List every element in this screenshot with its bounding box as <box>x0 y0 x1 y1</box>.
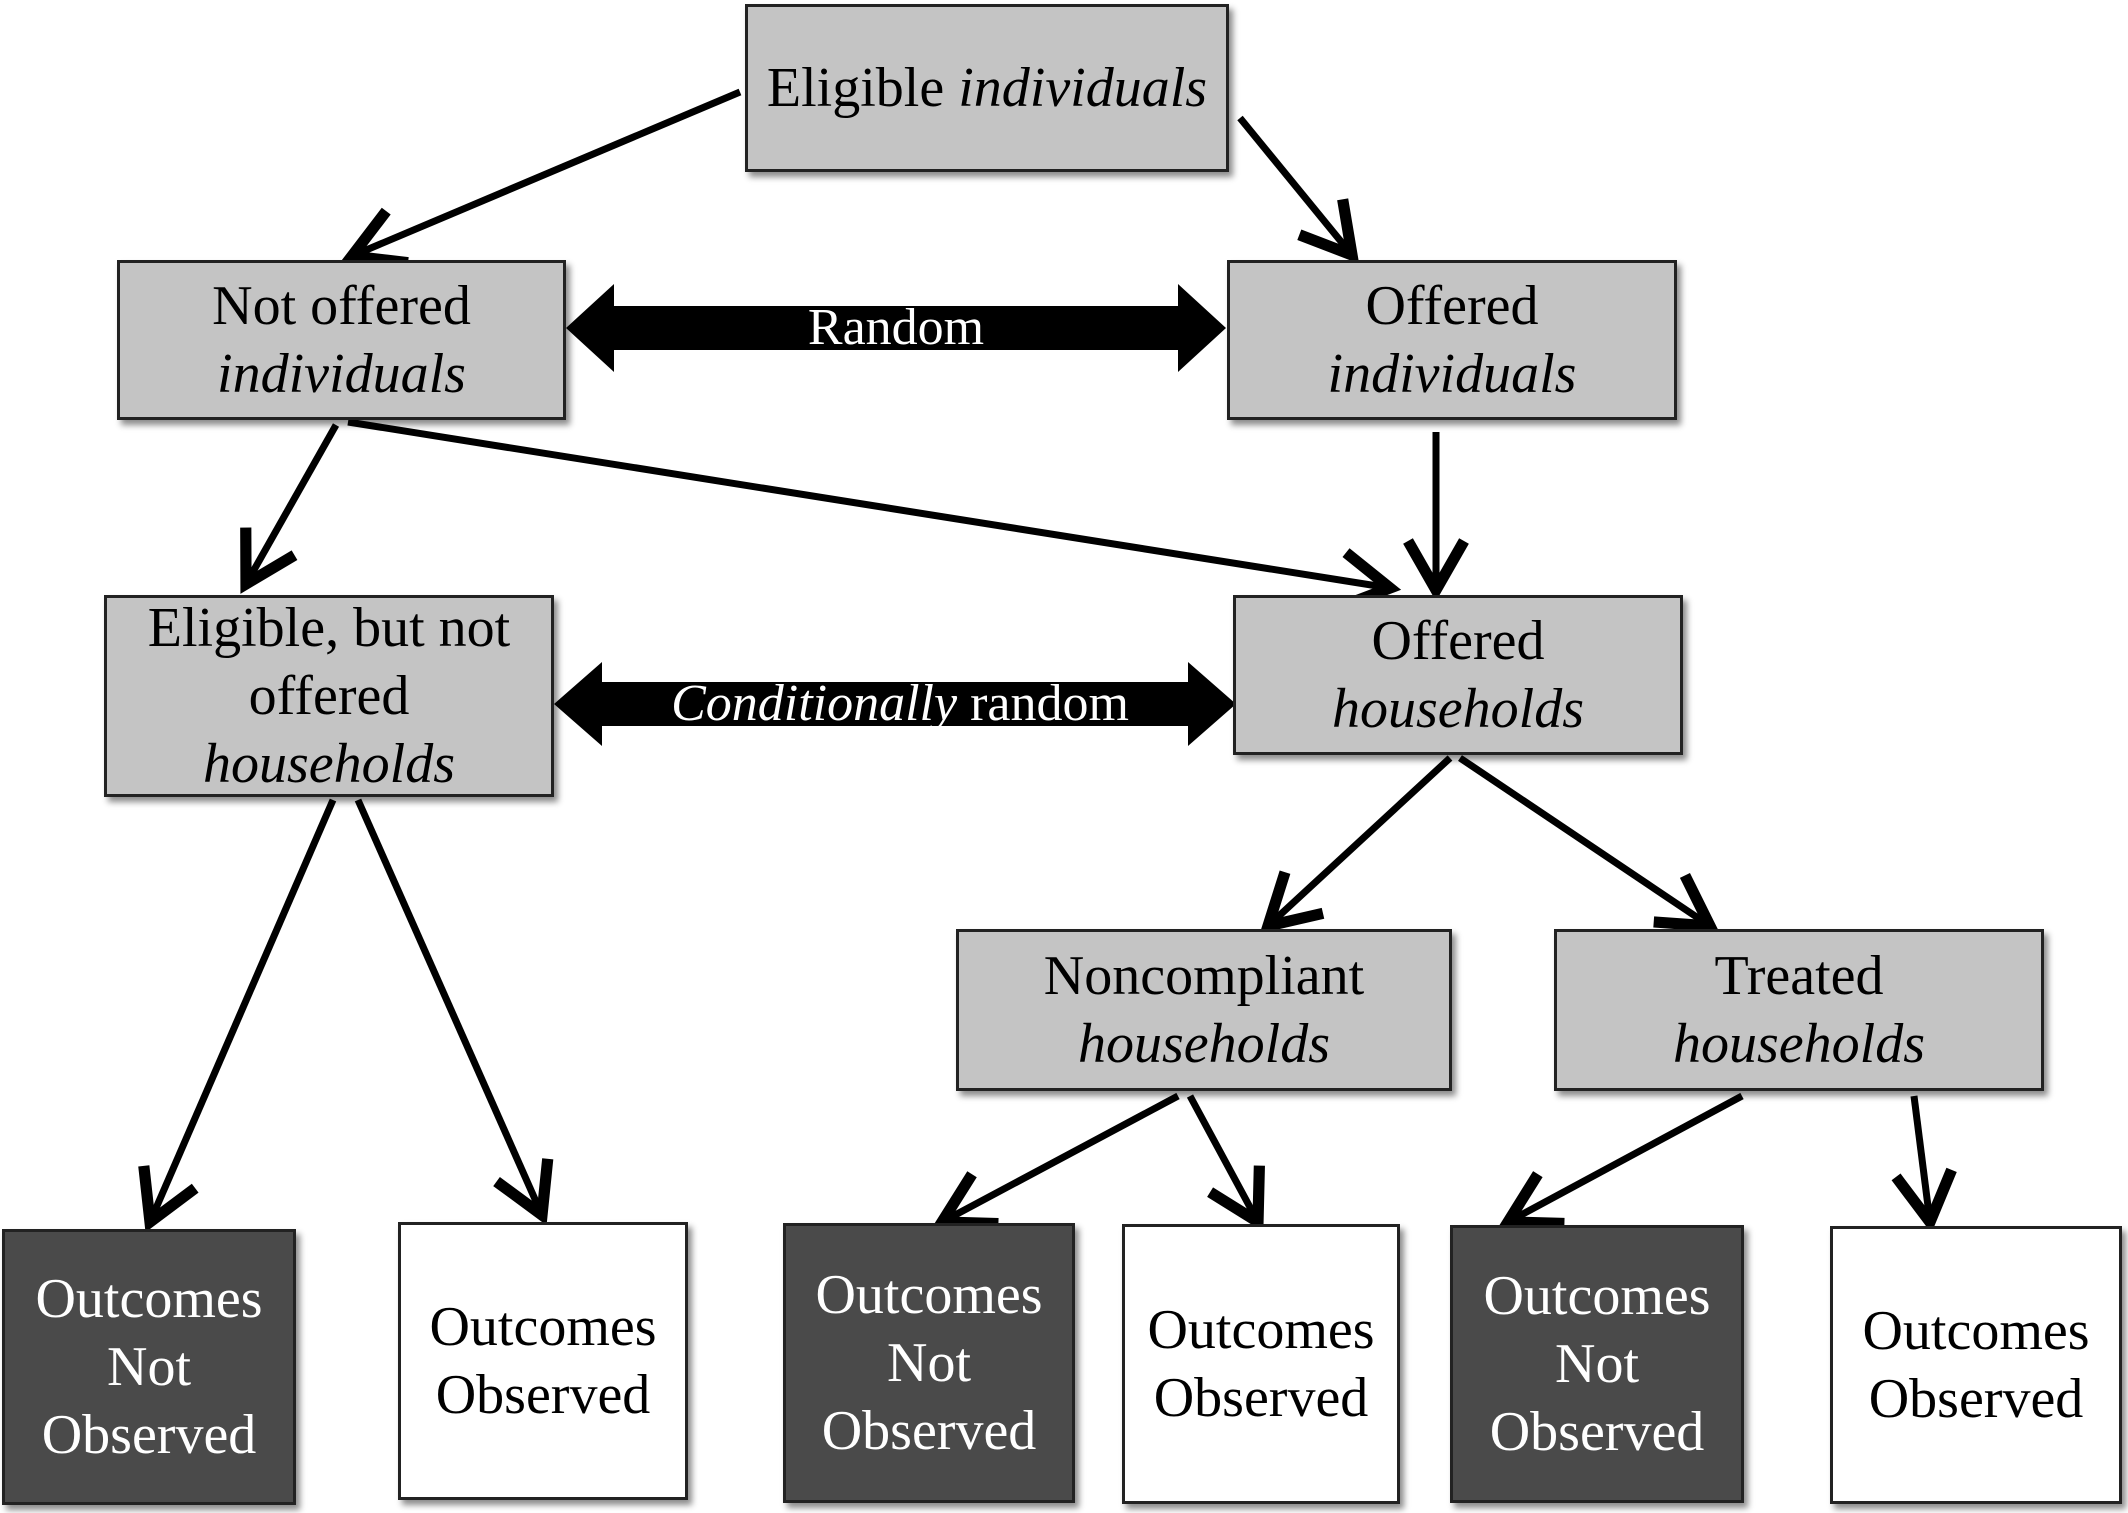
outcomes-not-observed-box: Outcomes Not Observed <box>783 1223 1075 1503</box>
eligible-text: Eligible <box>766 57 959 119</box>
conditionally-text: Conditionally <box>671 675 958 732</box>
outcomes-observed-line2: Observed <box>1868 1368 2084 1430</box>
arrow-not-offered-to-eligible-households <box>240 423 340 594</box>
outcomes-observed-line1: Outcomes <box>1147 1299 1375 1361</box>
offered-individuals-line1: Offered <box>1365 275 1539 337</box>
arrow-eligible-households-to-not-observed <box>138 798 337 1233</box>
arrow-offered-households-to-noncompliant <box>1259 755 1453 934</box>
outcomes-observed-line2: Observed <box>435 1364 651 1426</box>
outcomes-not-observed-line2: Not <box>887 1332 971 1394</box>
arrow-eligible-to-not-offered <box>341 88 742 269</box>
noncompliant-line1: Noncompliant <box>1043 945 1365 1007</box>
offered-households-box: Offered households <box>1233 595 1683 755</box>
random-label: Random <box>807 299 985 356</box>
outcomes-not-observed-line2: Not <box>107 1336 191 1398</box>
eligible-individuals-box: Eligible individuals <box>745 4 1229 172</box>
outcomes-not-observed-line3: Observed <box>821 1400 1037 1462</box>
offered-individuals-line2: individuals <box>1327 343 1577 405</box>
arrow-offered-households-to-treated <box>1458 755 1720 933</box>
outcomes-not-observed-line2: Not <box>1555 1333 1639 1395</box>
outcomes-observed-box: Outcomes Observed <box>398 1222 688 1500</box>
eligible-households-line2: offered <box>248 665 410 727</box>
outcomes-not-observed-line1: Outcomes <box>35 1268 263 1330</box>
conditionally-random-double-arrow <box>554 662 1236 746</box>
arrow-noncompliant-to-observed <box>1186 1094 1265 1232</box>
arrow-eligible-to-offered <box>1237 115 1360 264</box>
outcomes-not-observed-box: Outcomes Not Observed <box>1450 1225 1744 1503</box>
offered-individuals-box: Offered individuals <box>1227 260 1677 420</box>
arrow-treated-to-observed <box>1891 1095 1957 1234</box>
conditionally-random-label: Conditionally random <box>620 674 1180 734</box>
arrow-not-offered-to-offered-households <box>347 418 1402 614</box>
noncompliant-line2: households <box>1078 1013 1330 1075</box>
treated-line1: Treated <box>1714 945 1884 1007</box>
random-text: random <box>957 675 1129 732</box>
not-offered-line1: Not offered <box>212 275 471 337</box>
outcomes-observed-line1: Outcomes <box>429 1296 657 1358</box>
noncompliant-households-box: Noncompliant households <box>956 929 1452 1091</box>
eligible-households-line1: Eligible, but not <box>147 597 511 659</box>
outcomes-not-observed-line3: Observed <box>1489 1401 1705 1463</box>
arrow-noncompliant-to-not-observed <box>932 1092 1180 1230</box>
outcomes-not-observed-line1: Outcomes <box>815 1264 1043 1326</box>
eligible-not-offered-households-box: Eligible, but not offered households <box>104 595 554 797</box>
not-offered-line2: individuals <box>217 343 466 405</box>
treated-line2: households <box>1673 1013 1925 1075</box>
outcomes-not-observed-line3: Observed <box>41 1404 257 1466</box>
outcomes-not-observed-box: Outcomes Not Observed <box>2 1229 296 1505</box>
individuals-text: individuals <box>958 57 1208 119</box>
offered-households-line2: households <box>1332 678 1584 740</box>
eligible-individuals-label: Eligible individuals <box>767 54 1207 122</box>
outcomes-observed-box: Outcomes Observed <box>1122 1224 1400 1504</box>
outcomes-observed-line2: Observed <box>1153 1367 1369 1429</box>
random-double-arrow <box>566 284 1226 372</box>
arrow-eligible-households-to-observed <box>354 798 554 1226</box>
arrow-treated-to-not-observed <box>1498 1092 1744 1230</box>
outcomes-not-observed-line1: Outcomes <box>1483 1265 1711 1327</box>
not-offered-individuals-box: Not offered individuals <box>117 260 566 420</box>
eligible-households-line3: households <box>203 733 455 795</box>
treated-households-box: Treated households <box>1554 929 2044 1091</box>
offered-households-line1: Offered <box>1371 610 1545 672</box>
outcomes-observed-box: Outcomes Observed <box>1830 1226 2122 1504</box>
outcomes-observed-line1: Outcomes <box>1862 1300 2090 1362</box>
